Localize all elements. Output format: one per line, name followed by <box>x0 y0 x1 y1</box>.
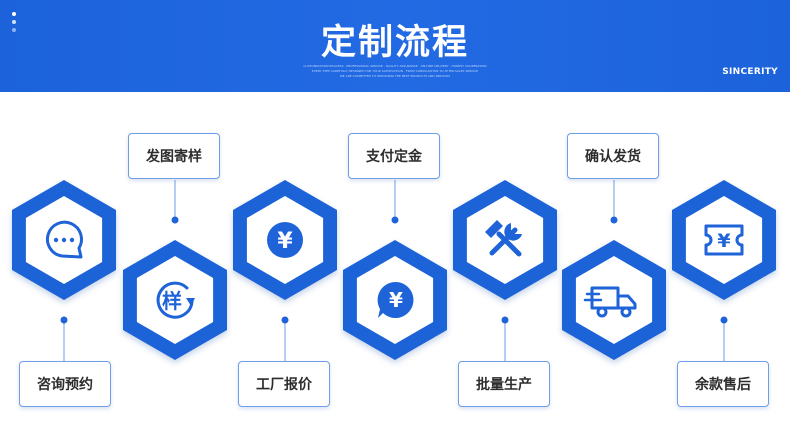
tagline-line-3: WE ARE COMMITTED TO PROVIDING THE BEST P… <box>339 74 451 78</box>
rotate-arc <box>156 281 194 319</box>
wrench-head <box>504 223 522 241</box>
step-hexagon-3 <box>233 180 337 361</box>
yen-glyph: ¥ <box>277 229 293 254</box>
yen-bubble-icon: ¥ <box>377 281 414 318</box>
tagline-line-2: EVERY STEP CAREFULLY DESIGNED FOR YOUR S… <box>311 69 479 73</box>
dot <box>12 28 16 32</box>
yen-circle-icon: ¥ <box>267 222 303 258</box>
yen-bubble <box>377 281 414 318</box>
step-hexagon-1 <box>12 180 116 361</box>
connector-dot <box>501 316 509 324</box>
step-label-2: 发图寄样 <box>128 133 220 179</box>
yen-glyph: ¥ <box>717 230 730 252</box>
hexagon-inner <box>575 256 653 344</box>
connector-dot <box>171 216 179 224</box>
ticket-shape <box>704 224 744 256</box>
step-hexagon-5 <box>453 180 557 361</box>
dot <box>12 20 16 24</box>
yen-glyph: ¥ <box>389 288 403 312</box>
step-label-6: 确认发货 <box>567 133 659 179</box>
step-label-7: 余款售后 <box>677 361 769 407</box>
hammer-wrench-icon <box>485 220 522 257</box>
chat-dot <box>61 237 67 243</box>
yen-circle <box>267 222 303 258</box>
step-label-5: 批量生产 <box>458 361 550 407</box>
step-label-3: 工厂报价 <box>238 361 330 407</box>
brand-text: SINCERITY <box>722 67 778 77</box>
dot <box>12 12 16 16</box>
step-label-1: 咨询预约 <box>19 361 111 407</box>
connector-dot <box>391 216 399 224</box>
chat-bubble-shape <box>45 220 83 259</box>
hammer-head <box>485 220 503 238</box>
step-hexagon-6 <box>562 180 666 360</box>
yen-ticket-icon: ¥ <box>704 224 744 256</box>
step-hexagon-2 <box>123 180 227 360</box>
connector-dot <box>281 316 289 324</box>
step-hexagon-4 <box>343 180 447 360</box>
connector-dot <box>60 316 68 324</box>
header-banner: 定制流程 CUSTOMIZATION PROCESS · PROFESSIONA… <box>0 0 790 92</box>
step-label-4: 支付定金 <box>348 133 440 179</box>
hammer-handle <box>496 231 522 257</box>
rotate-arrow <box>186 298 195 306</box>
connector-dot <box>610 216 618 224</box>
menu-dots-icon[interactable] <box>10 10 20 36</box>
hexagon-inner <box>136 256 214 344</box>
hexagon-inner <box>685 196 763 284</box>
chat-dot <box>53 237 59 243</box>
truck-wheel <box>596 306 608 318</box>
sample-rotate-icon: 样 <box>156 281 195 319</box>
connector-dot <box>720 316 728 324</box>
chat-dot <box>69 237 75 243</box>
page-title: 定制流程 <box>320 23 469 63</box>
tagline-line-1: CUSTOMIZATION PROCESS · PROFESSIONAL SER… <box>303 64 487 68</box>
truck-wheel <box>620 306 632 318</box>
sample-glyph: 样 <box>162 289 182 313</box>
delivery-truck-icon <box>583 286 637 318</box>
step-hexagon-7 <box>672 180 776 361</box>
chat-bubble-icon <box>45 220 83 259</box>
